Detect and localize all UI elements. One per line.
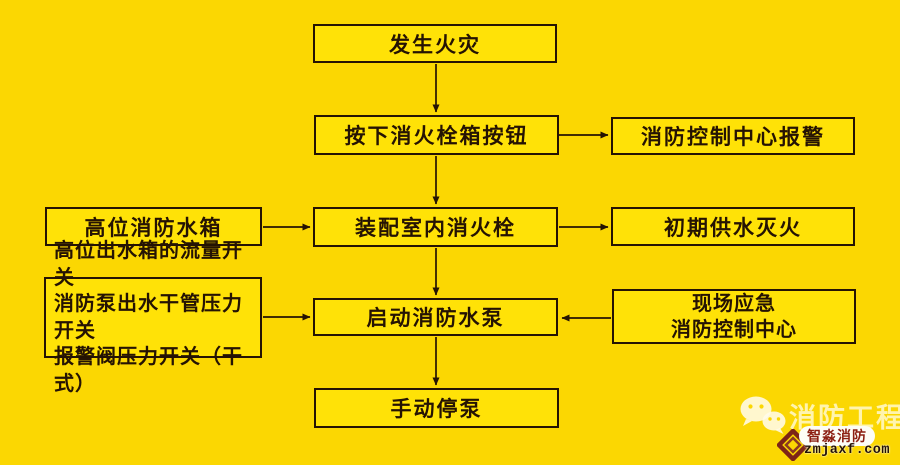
- node-switch-signals: 高位出水箱的流量开关 消防泵出水干管压力开关 报警阀压力开关（干式）: [44, 240, 262, 395]
- node-fire-occurs: 发生火灾: [313, 24, 557, 63]
- emergency-line: 消防控制中心: [671, 318, 797, 341]
- emergency-line: 现场应急: [692, 292, 776, 315]
- switch-signal-line: 消防泵出水干管压力开关: [54, 293, 243, 342]
- switch-signal-line: 报警阀压力开关（干式）: [54, 346, 243, 395]
- node-onsite-emergency: 现场应急 消防控制中心: [612, 289, 856, 344]
- node-start-fire-pump: 启动消防水泵: [313, 298, 558, 336]
- switch-signal-line: 高位出水箱的流量开关: [54, 240, 243, 289]
- node-initial-water-supply: 初期供水灭火: [611, 207, 855, 246]
- wechat-icon: [740, 396, 786, 434]
- node-high-level-water-tank: 高位消防水箱: [45, 207, 262, 246]
- brand-domain-text: zmjaxf.com: [804, 443, 891, 458]
- node-control-center-alarm: 消防控制中心报警: [611, 117, 855, 155]
- node-press-hydrant-button: 按下消火栓箱按钮: [314, 115, 559, 155]
- node-indoor-hydrant: 装配室内消火栓: [313, 207, 558, 247]
- node-manual-pump-stop: 手动停泵: [314, 388, 559, 428]
- brand-name-badge: 智淼消防: [799, 426, 875, 446]
